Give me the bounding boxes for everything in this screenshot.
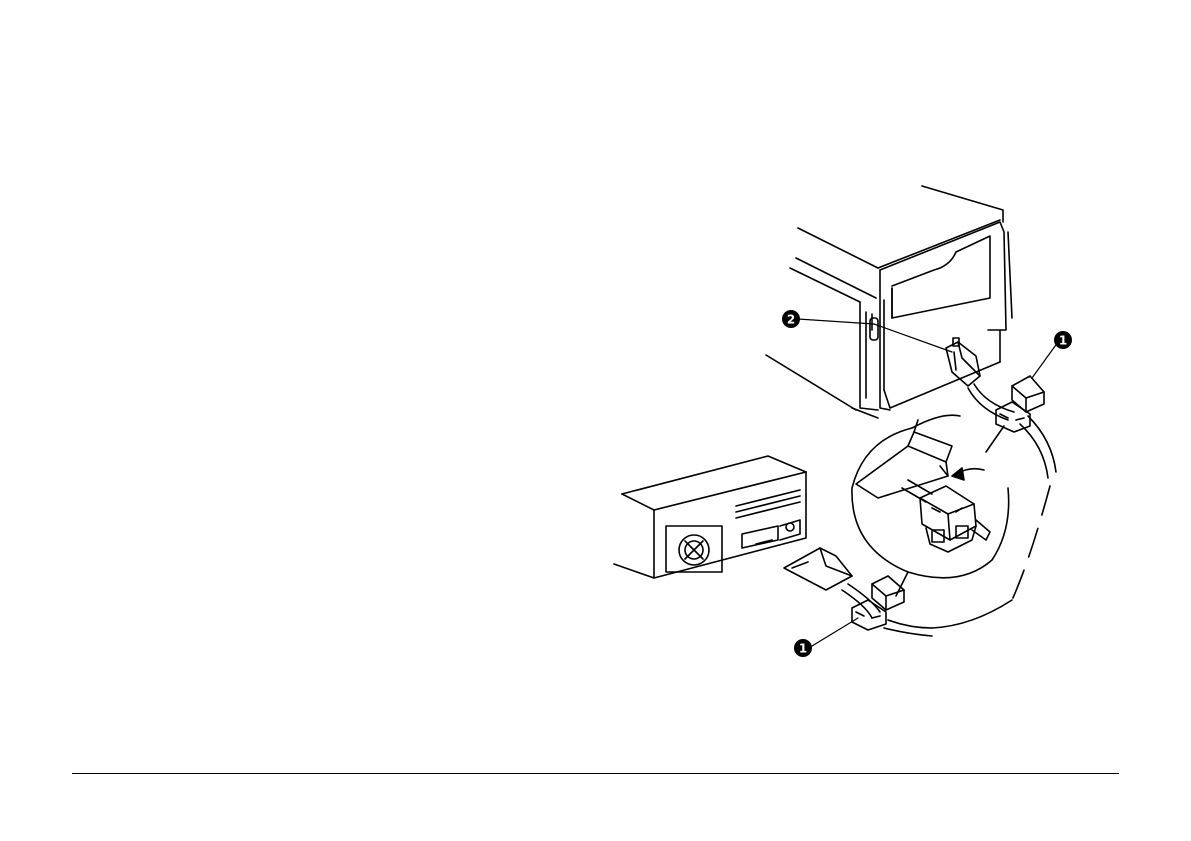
parallel-cable [784, 342, 1056, 636]
computer-illustration [614, 456, 806, 578]
callout-number: 1 [1059, 334, 1067, 348]
printer-illustration [766, 186, 1012, 418]
callout-number: 1 [799, 642, 807, 656]
footer-rule [72, 773, 1119, 774]
callout-number: 2 [787, 313, 795, 327]
magnified-detail [852, 415, 1009, 596]
callout-badge-interface-port: 2 [782, 310, 800, 328]
callout-badge-ferrite-printer: 1 [1054, 331, 1072, 349]
callout-badge-ferrite-computer: 1 [794, 639, 812, 657]
